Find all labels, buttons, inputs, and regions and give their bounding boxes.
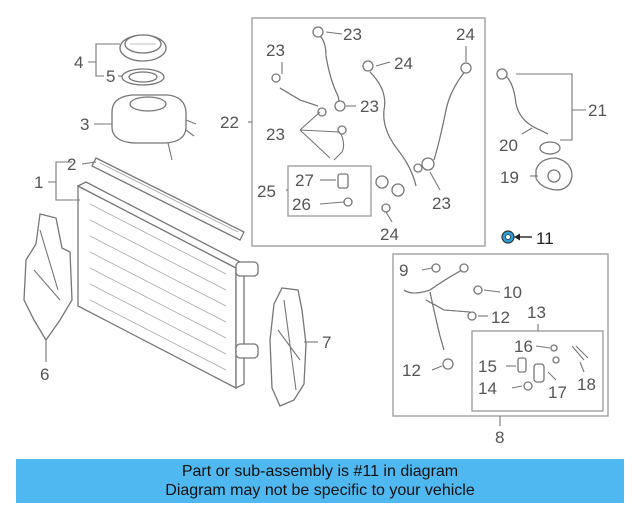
banner-line-1: Part or sub-assembly is #11 in diagram (181, 463, 459, 480)
coolant-pipe-assembly-8 (403, 263, 589, 391)
callout-23-a: 23 (266, 41, 285, 60)
callout-1: 1 (34, 173, 43, 192)
callout-15: 15 (478, 357, 497, 376)
callout-12-upper: 12 (491, 308, 510, 327)
cap-part (119, 34, 167, 62)
water-pump-part (496, 68, 573, 191)
callout-18: 18 (577, 375, 596, 394)
callout-27: 27 (295, 171, 314, 190)
arrowhead-11 (514, 233, 520, 241)
callout-23-d: 23 (266, 125, 285, 144)
callout-3: 3 (80, 115, 89, 134)
callout-12-lower: 12 (402, 361, 421, 380)
callout-22: 22 (220, 113, 239, 132)
callout-25: 25 (257, 182, 276, 201)
callout-17: 17 (548, 383, 567, 402)
callout-19: 19 (500, 168, 519, 187)
callout-9: 9 (399, 261, 408, 280)
banner-line-2: Diagram may not be specific to your vehi… (165, 482, 475, 499)
group-box-25 (287, 165, 372, 217)
air-guide-right-part (269, 287, 307, 407)
callout-23-b: 23 (343, 25, 362, 44)
callout-16: 16 (514, 337, 533, 356)
callout-7: 7 (322, 333, 331, 352)
expansion-tank-part (111, 94, 197, 161)
callout-21: 21 (588, 101, 607, 120)
callout-24-b: 24 (456, 25, 475, 44)
callout-8: 8 (495, 428, 504, 447)
callout-6: 6 (40, 365, 49, 384)
hose-assembly-22 (271, 26, 472, 213)
group-box-8 (392, 253, 609, 417)
callout-10: 10 (503, 283, 522, 302)
info-banner: Part or sub-assembly is #11 in diagram D… (16, 459, 624, 503)
callout-4: 4 (74, 53, 83, 72)
leader-lines (45, 31, 586, 426)
callout-5: 5 (106, 67, 115, 86)
callout-2: 2 (67, 155, 76, 174)
callout-23-e: 23 (432, 194, 451, 213)
part-11-clip (501, 230, 515, 244)
callout-13: 13 (527, 303, 546, 322)
callout-26: 26 (292, 195, 311, 214)
callout-23-c: 23 (360, 97, 379, 116)
parts-diagram: 1 2 3 4 5 6 7 8 9 10 11 12 12 13 14 15 1… (23, 17, 609, 447)
callout-11: 11 (536, 229, 554, 248)
callout-20: 20 (499, 136, 518, 155)
seal-ring-part (121, 68, 165, 86)
air-guide-left-part (23, 213, 73, 342)
radiator-strip-part (91, 157, 245, 241)
radiator-part (76, 181, 259, 390)
callout-24-a: 24 (394, 54, 413, 73)
callout-24-c: 24 (380, 225, 399, 244)
callout-14: 14 (478, 379, 497, 398)
group-box-22 (251, 17, 486, 247)
